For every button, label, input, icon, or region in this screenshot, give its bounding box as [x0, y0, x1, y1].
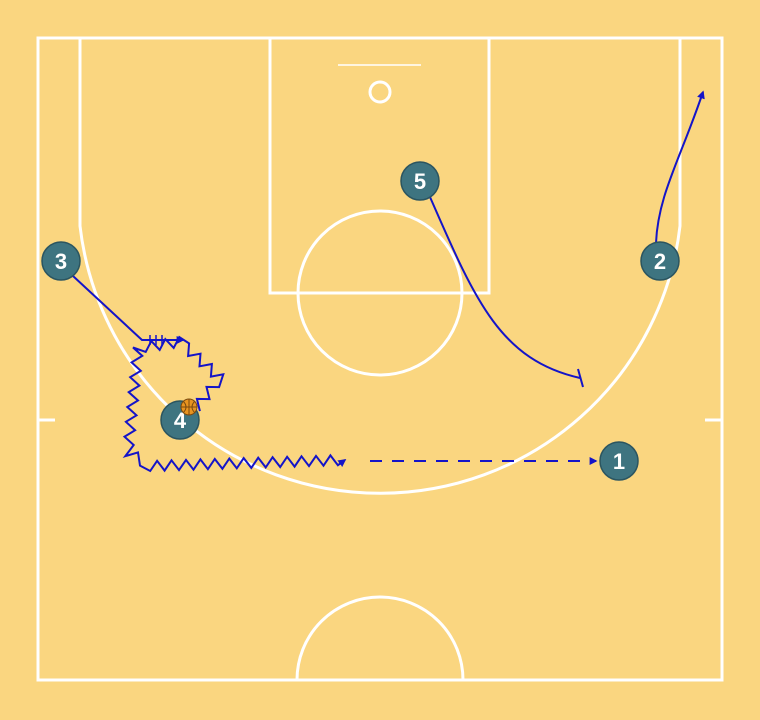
player-1[interactable]: 1 [599, 441, 639, 481]
player-3-label: 3 [55, 249, 67, 274]
handoff-mark [149, 335, 163, 345]
player-3[interactable]: 3 [41, 241, 81, 281]
free-throw-circle [296, 209, 464, 377]
player-2-label: 2 [654, 249, 666, 274]
player-2[interactable]: 2 [640, 241, 680, 281]
cut-path-p3 [72, 275, 185, 344]
hoop [368, 80, 392, 104]
basketball-icon [180, 398, 198, 416]
player-4-label: 4 [174, 408, 187, 433]
player-1-label: 1 [613, 449, 625, 474]
center-circle [295, 595, 465, 681]
court-lines [36, 36, 724, 682]
players: 1 2 3 4 5 [41, 161, 680, 481]
three-point-line [78, 38, 682, 495]
player-5[interactable]: 5 [400, 161, 440, 201]
screen-path-p5 [429, 196, 581, 379]
dribble-path-p4 [122, 335, 347, 473]
screen-bar [577, 368, 584, 388]
movement-lines [72, 90, 705, 473]
cut-path-p2 [655, 90, 705, 244]
paint-lane [268, 36, 491, 295]
player-5-label: 5 [414, 169, 426, 194]
